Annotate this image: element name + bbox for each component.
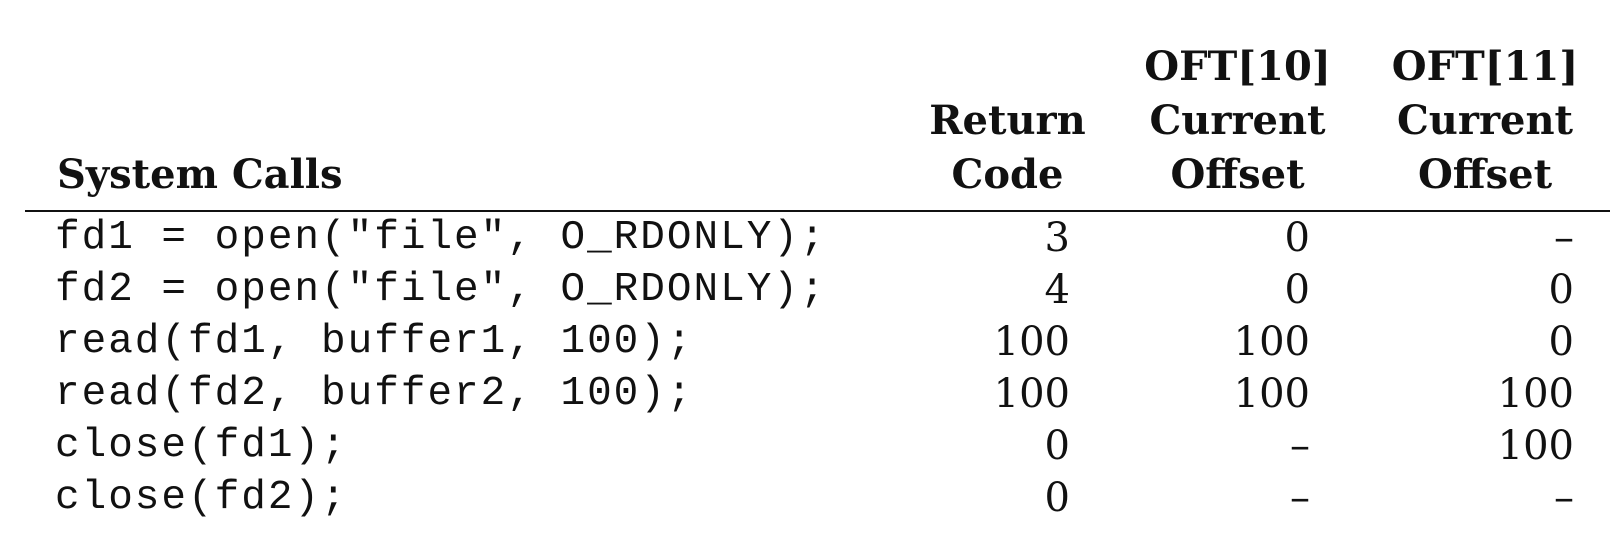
table-row: close(fd1); 0 – 100 (25, 420, 1610, 472)
oft10-offset-cell: – (1290, 423, 1310, 469)
oft11-offset-cell: 0 (1548, 267, 1574, 313)
oft10-offset-cell: 100 (1233, 371, 1310, 417)
oft11-offset-cell: – (1554, 215, 1574, 261)
system-call-cell: fd1 = open("file", O_RDONLY); (55, 215, 827, 261)
oft10-offset-cell: 0 (1284, 267, 1310, 313)
system-call-cell: close(fd1); (55, 423, 348, 469)
header-oft10-line3: Offset (1170, 151, 1305, 198)
system-call-cell: fd2 = open("file", O_RDONLY); (55, 267, 827, 313)
return-code-cell: 3 (1044, 215, 1070, 261)
header-oft11-line3: Offset (1417, 151, 1553, 198)
header-system-calls: System Calls (25, 40, 900, 212)
table-body: fd1 = open("file", O_RDONLY); 3 0 – fd2 … (25, 211, 1610, 524)
header-oft11-line2: Current (1396, 97, 1574, 144)
return-code-cell: 0 (1044, 475, 1070, 521)
header-oft11-line1: OFT[11] (1391, 43, 1579, 90)
table-row: close(fd2); 0 – – (25, 472, 1610, 524)
oft11-offset-cell: 100 (1497, 371, 1574, 417)
return-code-cell: 100 (993, 371, 1070, 417)
header-return-code-line2: Code (951, 151, 1064, 198)
system-calls-table-container: System Calls Return Code OFT[10] Current… (25, 40, 1610, 524)
system-call-cell: close(fd2); (55, 475, 348, 521)
table-row: read(fd1, buffer1, 100); 100 100 0 (25, 316, 1610, 368)
return-code-cell: 4 (1044, 267, 1070, 313)
system-call-cell: read(fd1, buffer1, 100); (55, 319, 694, 365)
oft11-offset-cell: – (1554, 475, 1574, 521)
oft10-offset-cell: – (1290, 475, 1310, 521)
return-code-cell: 0 (1044, 423, 1070, 469)
header-return-code-line1: Return (929, 97, 1086, 144)
header-oft11-offset: OFT[11] Current Offset (1360, 40, 1610, 212)
oft11-offset-cell: 100 (1497, 423, 1574, 469)
table-row: fd1 = open("file", O_RDONLY); 3 0 – (25, 211, 1610, 264)
header-oft10-offset: OFT[10] Current Offset (1115, 40, 1360, 212)
header-oft10-line2: Current (1149, 97, 1326, 144)
system-call-cell: read(fd2, buffer2, 100); (55, 371, 694, 417)
table-header: System Calls Return Code OFT[10] Current… (25, 40, 1610, 212)
header-oft10-line1: OFT[10] (1144, 43, 1331, 90)
system-calls-table: System Calls Return Code OFT[10] Current… (25, 40, 1610, 524)
table-row: read(fd2, buffer2, 100); 100 100 100 (25, 368, 1610, 420)
oft11-offset-cell: 0 (1548, 319, 1574, 365)
header-return-code: Return Code (900, 40, 1115, 212)
table-row: fd2 = open("file", O_RDONLY); 4 0 0 (25, 264, 1610, 316)
oft10-offset-cell: 0 (1284, 215, 1310, 261)
header-row: System Calls Return Code OFT[10] Current… (25, 40, 1610, 212)
oft10-offset-cell: 100 (1233, 319, 1310, 365)
header-system-calls-label: System Calls (57, 151, 343, 198)
return-code-cell: 100 (993, 319, 1070, 365)
